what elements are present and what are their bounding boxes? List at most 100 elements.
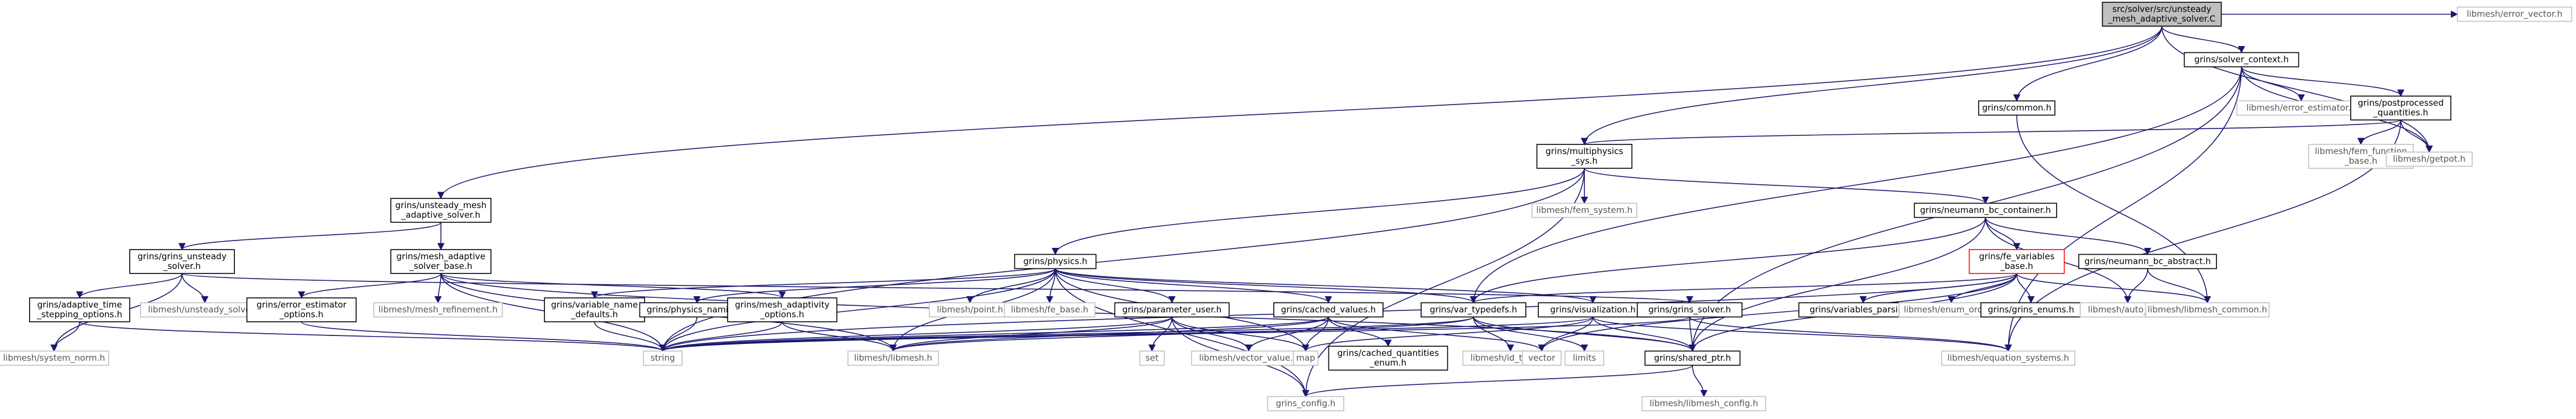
node-label: string [650,353,675,363]
edge [659,316,1329,352]
node-fe-base: libmesh/fe_base.h [1004,302,1096,318]
node-box [2385,151,2473,167]
node-box [1980,302,2082,318]
edge-solver-context-to-equation-systems [2004,67,2242,352]
node-cached-quantities[interactable]: grins/cached_quantities_enum.h [1328,346,1448,371]
node-label: grins/variable_name [551,300,638,310]
node-postprocessed[interactable]: grins/postprocessed_quantities.h [2350,96,2451,121]
edge-cached-values-to-vector-value [1245,317,1329,352]
edge-root-to-multiphysics [1580,26,2162,146]
node-grins-unsteady[interactable]: grins/grins_unsteady_solver.h [129,249,235,274]
node-box [1641,396,1766,412]
edge [2016,273,2035,304]
edge [1055,268,1597,304]
edge [2241,67,2305,102]
node-box [129,249,235,274]
edge [1473,317,1588,352]
node-fe-variables-base[interactable]: grins/fe_variables_base.h [1968,249,2065,274]
node-visualization[interactable]: grins/visualization.h [1538,302,1648,318]
node-mesh-adaptivity[interactable]: grins/mesh_adaptivity_options.h [727,297,837,322]
node-box [1536,144,1633,169]
edge [1171,317,1310,352]
node-box [1564,350,1604,366]
node-mesh-adaptive-base[interactable]: grins/mesh_adaptive_solver_base.h [390,249,492,274]
edge [591,268,1056,299]
node-parameter-user[interactable]: grins/parameter_user.h [1114,302,1230,318]
node-label: grins/multiphysics [1546,146,1624,156]
edge [1581,119,2401,146]
node-common[interactable]: grins/common.h [1978,100,2055,116]
node-label: grins/grins_solver.h [1648,305,1731,316]
node-fem-system: libmesh/fem_system.h [1531,202,1637,218]
edge-root-to-getpot [2161,26,2433,153]
node-variable-name[interactable]: grins/variable_name_defaults.h [544,297,645,322]
node-box [1004,302,1096,318]
edge-cached-values-to-cached-quantities [1328,317,1392,347]
node-box [2078,254,2217,269]
edge [437,26,2162,200]
node-label: grins/solver_context.h [2194,55,2289,65]
edge-fe-variables-base-to-enum-order [1947,273,2017,304]
node-label: grins/error_estimator [257,300,347,310]
node-box [2102,2,2222,27]
edge-physics-to-cached-values [1055,268,1332,304]
node-var-typedefs[interactable]: grins/var_typedefs.h [1421,302,1526,318]
node-limits: limits [1564,350,1604,366]
node-multiphysics[interactable]: grins/multiphysics_sys.h [1536,144,1633,169]
edge-adaptive-time-to-system-norm [50,321,80,352]
edge [1302,317,1594,352]
node-label: grins/var_typedefs.h [1430,305,1517,316]
node-box [246,297,357,322]
node-libmesh: libmesh/libmesh.h [847,350,939,366]
node-label: grins/physics_naming.h [647,305,747,316]
edge-fe-variables-base-to-libmesh-common [2016,273,2211,304]
node-label: grins/neumann_bc_abstract.h [2084,256,2211,267]
edge [298,273,441,299]
node-label: libmesh/system_norm.h [3,353,105,364]
edge-visualization-to-map [1302,317,1594,352]
edge [1584,168,1989,204]
node-label: _defaults.h [571,309,618,320]
node-vector-value: libmesh/vector_value.h [1191,350,1307,366]
edge [1985,217,2152,255]
edge [1689,317,2012,352]
node-label: grins/shared_ptr.h [1654,353,1731,364]
edge [1538,273,2017,352]
node-error-est-opts[interactable]: grins/error_estimator_options.h [246,297,357,322]
edge-shared-ptr-to-libmesh-config [1692,365,1708,397]
edge-neumann-abstract-to-libmesh-common [2147,268,2211,304]
edge [659,268,1056,352]
edge-physics-to-var-typedefs [1055,268,1477,304]
node-grins-solver[interactable]: grins/grins_solver.h [1637,302,1743,318]
node-unsteady-mesh[interactable]: grins/unsteady_mesh_adaptive_solver.h [390,198,492,223]
edge-var-typedefs-to-string [659,316,1474,352]
edge [2147,268,2211,304]
node-label: _sys.h [1571,156,1597,167]
edge [1592,316,2012,352]
edge-mesh-adaptivity-to-string [659,321,783,352]
edge [966,268,1056,304]
edge [2161,26,2433,153]
edge-multiphysics-to-physics [1051,168,1585,255]
edge [2161,26,2245,53]
edge-mesh-adaptive-base-to-error-est-opts [298,273,441,299]
node-neumann-container[interactable]: grins/neumann_bc_container.h [1914,202,2057,218]
node-shared-ptr[interactable]: grins/shared_ptr.h [1644,350,1741,366]
edge-neumann-container-to-var-typedefs [1469,217,1986,304]
node-physics[interactable]: grins/physics.h [1014,254,1097,269]
edge [1302,364,1693,397]
edge-var-typedefs-to-limits [1473,317,1588,352]
node-root[interactable]: src/solver/src/unsteady_mesh_adaptive_so… [2102,2,2222,27]
node-cached-values[interactable]: grins/cached_values.h [1273,302,1384,318]
edge-neumann-abstract-to-auto-ptr [2124,268,2148,304]
node-label: _solver_base.h [409,261,472,272]
node-neumann-abstract[interactable]: grins/neumann_bc_abstract.h [2078,254,2217,269]
node-label: grins/cached_values.h [1281,305,1376,316]
node-solver-context[interactable]: grins/solver_context.h [2183,52,2300,68]
edge-parameter-user-to-string [659,316,1173,352]
node-box [2145,302,2270,318]
edge [1473,317,1514,352]
node-adaptive-time[interactable]: grins/adaptive_time_stepping_options.h [29,297,130,322]
node-grins-enums[interactable]: grins/grins_enums.h [1980,302,2082,318]
node-label: _mesh_adaptive_solver.C [2108,14,2216,24]
